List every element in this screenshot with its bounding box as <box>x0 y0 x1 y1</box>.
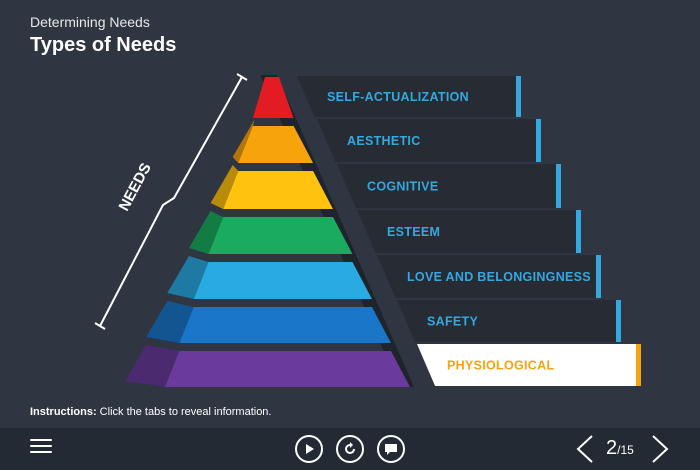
tab-label: PHYSIOLOGICAL <box>447 359 554 373</box>
instructions-text: Click the tabs to reveal information. <box>96 406 272 418</box>
tab-physiological[interactable]: PHYSIOLOGICAL <box>417 344 641 386</box>
tab-self-actualization[interactable]: SELF-ACTUALIZATION <box>297 76 521 117</box>
pyramid-diagram: NEEDS SELF-ACTUALIZATION AESTHETIC COGNITI… <box>94 73 641 387</box>
menu-icon[interactable] <box>30 439 52 457</box>
tab-love-and-belongingness[interactable]: LOVE AND BELONGINGNESS <box>377 255 601 298</box>
player-footer: 2/15 <box>0 428 700 470</box>
tab-label: COGNITIVE <box>367 180 438 194</box>
instructions: Instructions: Click the tabs to reveal i… <box>30 406 271 418</box>
tab-safety[interactable]: SAFETY <box>397 300 621 342</box>
current-page: 2 <box>606 437 618 459</box>
tab-esteem[interactable]: ESTEEM <box>357 210 581 253</box>
tab-label: SELF-ACTUALIZATION <box>327 90 469 104</box>
pyramid-shade <box>125 345 180 387</box>
tab-label: LOVE AND BELONGINGNESS <box>407 270 591 284</box>
pyramid-shade <box>210 165 239 209</box>
instructions-label: Instructions: <box>30 406 97 418</box>
tab-label: ESTEEM <box>387 225 440 239</box>
comment-button[interactable] <box>377 435 405 463</box>
page-title: Types of Needs <box>30 34 177 56</box>
pyramid-level[interactable] <box>252 77 294 118</box>
play-icon <box>306 444 314 454</box>
pyramid-level[interactable] <box>208 217 353 254</box>
pyramid-level[interactable] <box>238 126 314 163</box>
pyramid-shade <box>188 211 224 254</box>
total-pages: /15 <box>617 443 634 457</box>
prev-arrow-icon[interactable] <box>574 434 596 464</box>
replay-icon <box>345 442 355 454</box>
comment-icon <box>385 444 397 455</box>
tab-label: AESTHETIC <box>347 134 421 148</box>
page-counter: 2/15 <box>606 437 634 460</box>
pyramid-shade <box>167 256 209 299</box>
tab-aesthetic[interactable]: AESTHETIC <box>317 119 541 162</box>
replay-button[interactable] <box>336 435 364 463</box>
needs-brace <box>99 76 243 327</box>
pyramid-level[interactable] <box>193 262 372 299</box>
play-button[interactable] <box>295 435 323 463</box>
pyramid-level[interactable] <box>223 171 333 209</box>
tab-label: SAFETY <box>427 315 478 329</box>
pyramid-level[interactable] <box>165 351 410 387</box>
needs-label: NEEDS <box>116 160 155 214</box>
pyramid-shade <box>146 301 194 343</box>
tab-cognitive[interactable]: COGNITIVE <box>337 164 561 208</box>
header: Determining Needs Types of Needs <box>30 14 176 57</box>
next-arrow-icon[interactable] <box>649 434 671 464</box>
pyramid-level[interactable] <box>179 307 391 343</box>
pyramid-shade <box>232 120 255 163</box>
page-subtitle: Determining Needs <box>30 14 150 30</box>
